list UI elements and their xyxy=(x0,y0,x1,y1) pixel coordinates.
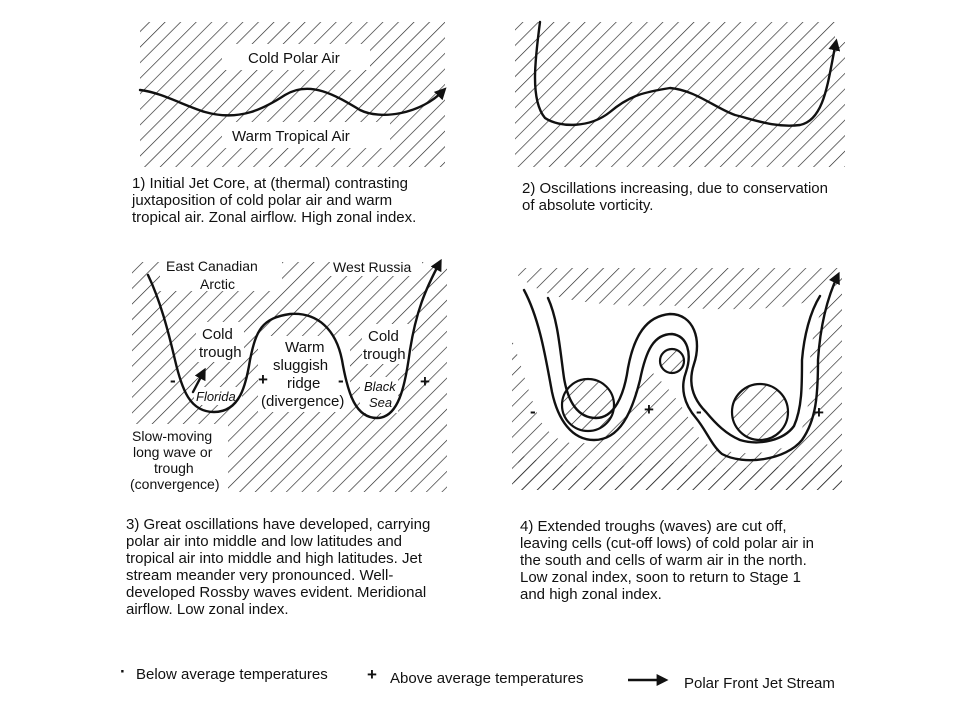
panel2-north-region xyxy=(535,22,835,126)
cutoff-low-right xyxy=(730,382,790,442)
cold-trough-2-cold: Cold xyxy=(368,328,399,345)
legend: · + xyxy=(120,662,669,686)
panel-3: East Canadian Arctic West Russia Cold tr… xyxy=(126,255,447,492)
convergence-label: (convergence) xyxy=(130,476,220,492)
below-average-sign: - xyxy=(530,402,536,421)
panel-4: - + - + xyxy=(512,268,842,490)
west-russia-label: West Russia xyxy=(333,259,412,275)
jet-stream-line-2 xyxy=(533,20,841,127)
florida-label: Florida xyxy=(196,389,236,404)
warm-ridge-sluggish: sluggish xyxy=(273,357,328,374)
long-wave-label: long wave or xyxy=(133,444,213,460)
below-average-sign: - xyxy=(696,402,702,421)
panel3-caption: 3) Great oscillations have developed, ca… xyxy=(126,516,431,618)
jet-stream-line-4a xyxy=(522,271,840,462)
warm-ridge-divergence: (divergence) xyxy=(261,393,344,410)
panel-2 xyxy=(515,20,845,167)
warm-ridge-warm: Warm xyxy=(285,339,324,356)
legend-below-label: Below average temperatures xyxy=(136,666,328,683)
trough-word-label: trough xyxy=(154,460,194,476)
slow-moving-label: Slow-moving xyxy=(132,428,212,444)
small-arrow-florida xyxy=(191,367,206,394)
arctic-label: Arctic xyxy=(200,276,235,292)
below-average-sign: - xyxy=(338,371,344,390)
panel2-caption: 2) Oscillations increasing, due to conse… xyxy=(522,180,828,214)
below-average-sign: - xyxy=(170,371,176,390)
panel4-north-cap xyxy=(512,268,842,310)
cold-trough-2-trough: trough xyxy=(363,346,406,363)
cold-trough-1-trough: trough xyxy=(199,344,242,361)
legend-jet-label: Polar Front Jet Stream xyxy=(684,675,835,692)
jet-stream-line-3 xyxy=(146,258,442,420)
legend-above-label: Above average temperatures xyxy=(390,670,584,687)
above-average-sign: + xyxy=(258,370,268,389)
warm-ridge-ridge: ridge xyxy=(287,375,320,392)
jet-stream-line-1 xyxy=(138,87,447,117)
above-average-sign: + xyxy=(420,372,430,391)
jet-stream-line-4b xyxy=(546,294,822,444)
panel-1: Cold Polar Air Warm Tropical Air xyxy=(138,22,447,167)
legend-below-symbol: · xyxy=(120,662,126,681)
panel4-caption: 4) Extended troughs (waves) are cut off,… xyxy=(520,518,815,603)
cutoff-high-center xyxy=(658,347,686,375)
panel2-south-region xyxy=(515,22,845,167)
black-sea-sea: Sea xyxy=(369,395,392,410)
above-average-sign: + xyxy=(814,403,824,422)
cold-trough-1-cold: Cold xyxy=(202,326,233,343)
panel1-caption: 1) Initial Jet Core, at (thermal) contra… xyxy=(132,175,417,226)
cutoff-low-left xyxy=(560,377,616,433)
cold-polar-air-label: Cold Polar Air xyxy=(248,50,340,67)
black-sea-black: Black xyxy=(364,379,397,394)
east-canadian-label: East Canadian xyxy=(166,258,258,274)
legend-above-symbol: + xyxy=(367,665,377,684)
above-average-sign: + xyxy=(644,400,654,419)
warm-tropical-air-label: Warm Tropical Air xyxy=(232,128,350,145)
